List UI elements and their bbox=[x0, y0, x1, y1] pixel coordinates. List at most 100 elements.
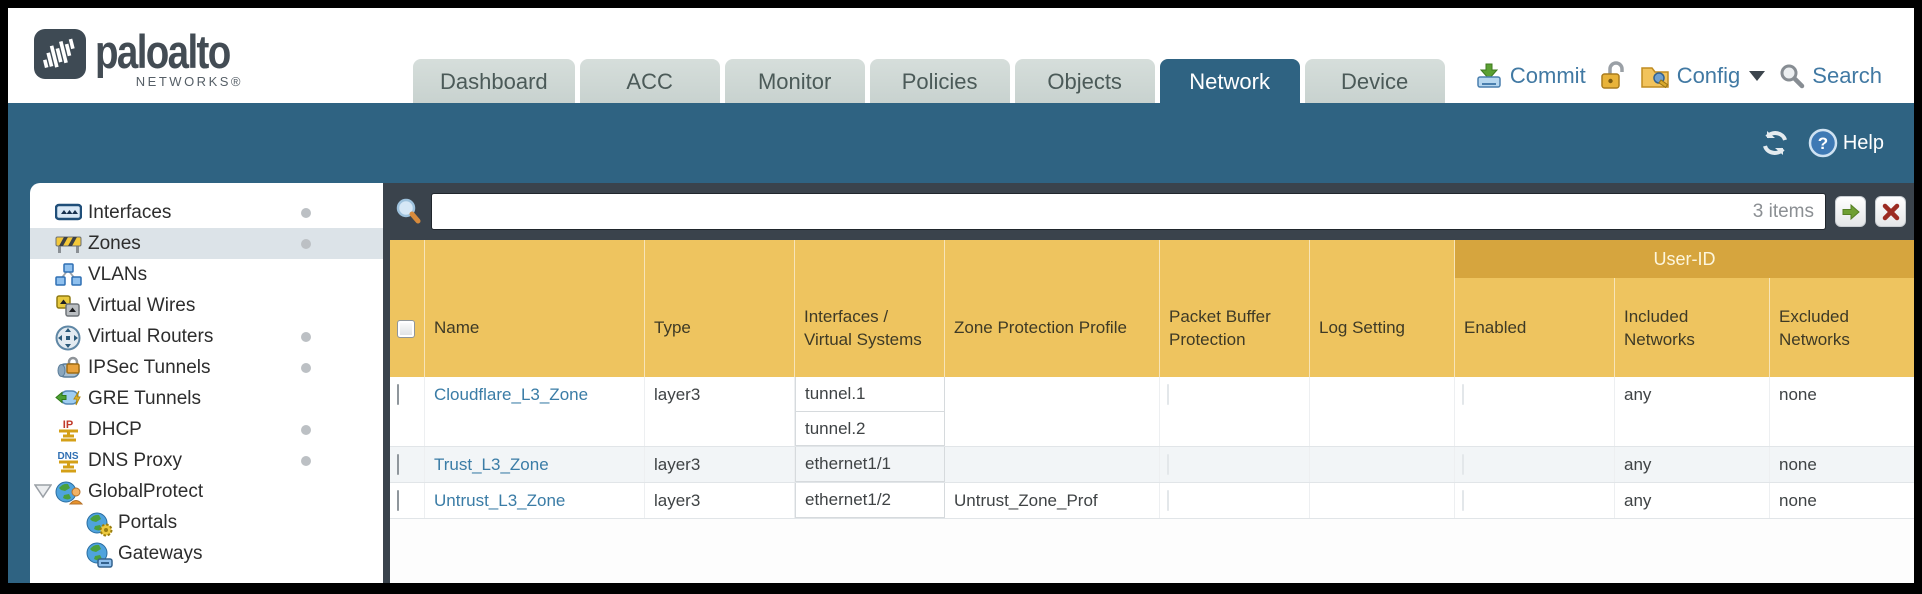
sidebar-item-virtual-wires[interactable]: Virtual Wires bbox=[30, 290, 383, 321]
gateways-icon bbox=[85, 542, 113, 568]
clear-filter-button[interactable] bbox=[1875, 196, 1906, 227]
tab-label: Objects bbox=[1047, 69, 1122, 94]
interface-entry: ethernet1/1 bbox=[795, 447, 944, 482]
sidebar-item-zones[interactable]: Zones bbox=[30, 228, 383, 259]
select-all-checkbox[interactable] bbox=[397, 319, 415, 338]
green-arrow-icon bbox=[1842, 203, 1860, 220]
included-networks-cell: any bbox=[1615, 447, 1770, 482]
brand-wordmark: paloalto bbox=[95, 25, 231, 78]
sidebar-item-gre-tunnels[interactable]: GRE Tunnels bbox=[30, 383, 383, 414]
tab-dashboard[interactable]: Dashboard bbox=[413, 59, 575, 103]
refresh-icon[interactable] bbox=[1760, 129, 1790, 157]
zone-type-cell: layer3 bbox=[645, 483, 795, 518]
zone-name-link[interactable]: Cloudflare_L3_Zone bbox=[434, 385, 589, 404]
svg-text:DNS: DNS bbox=[57, 451, 78, 462]
sidebar-item-dns-proxy[interactable]: DNS DNS Proxy bbox=[30, 445, 383, 476]
expand-caret-icon[interactable] bbox=[34, 483, 52, 499]
sidebar-item-virtual-routers[interactable]: Virtual Routers bbox=[30, 321, 383, 352]
tab-acc[interactable]: ACC bbox=[579, 59, 720, 103]
filter-magnifier-icon bbox=[396, 198, 421, 223]
status-dot bbox=[301, 331, 311, 342]
tab-network[interactable]: Network bbox=[1159, 59, 1300, 103]
sidebar-item-globalprotect[interactable]: GlobalProtect bbox=[30, 476, 383, 507]
user-id-group-header: User-ID bbox=[1455, 240, 1914, 278]
column-header-log-setting[interactable]: Log Setting bbox=[1310, 240, 1455, 377]
column-header-excluded-networks[interactable]: Excluded Networks bbox=[1779, 307, 1850, 349]
row-select-checkbox[interactable] bbox=[397, 490, 399, 511]
sidebar-item-label: Portals bbox=[118, 511, 178, 533]
sidebar-item-vlans[interactable]: VLANs bbox=[30, 259, 383, 290]
zone-interfaces-cell: ethernet1/2 bbox=[795, 483, 945, 518]
vlans-icon bbox=[55, 262, 82, 287]
packet-buffer-protection-checkbox[interactable] bbox=[1167, 454, 1169, 475]
left-gutter bbox=[8, 183, 30, 583]
sidebar-item-label: Zones bbox=[88, 232, 141, 254]
tab-objects[interactable]: Objects bbox=[1014, 59, 1155, 103]
packet-buffer-protection-checkbox[interactable] bbox=[1167, 490, 1169, 511]
help-button[interactable]: ? Help bbox=[1808, 128, 1884, 158]
user-id-enabled-checkbox[interactable] bbox=[1462, 454, 1464, 475]
zone-protection-profile-cell bbox=[945, 377, 1160, 446]
user-id-enabled-cell bbox=[1455, 447, 1615, 482]
items-count-label: 3 items bbox=[1752, 200, 1814, 222]
packet-buffer-protection-checkbox[interactable] bbox=[1167, 384, 1169, 405]
excluded-networks-cell: none bbox=[1779, 491, 1817, 510]
column-header-name[interactable]: Name bbox=[425, 240, 645, 377]
zone-name-cell: Trust_L3_Zone bbox=[425, 447, 645, 482]
sidebar-item-label: DHCP bbox=[88, 418, 142, 440]
interfaces-icon bbox=[54, 201, 83, 225]
search-label: Search bbox=[1812, 63, 1882, 88]
sidebar-item-label: Interfaces bbox=[88, 201, 172, 223]
panel-splitter[interactable] bbox=[383, 183, 390, 583]
row-select-checkbox[interactable] bbox=[397, 384, 399, 405]
search-button[interactable]: Search bbox=[1779, 63, 1882, 89]
excluded-networks-cell: none bbox=[1779, 385, 1817, 404]
filter-input[interactable] bbox=[431, 193, 1826, 230]
brand-subbrand: NETWORKS® bbox=[135, 74, 243, 89]
user-id-enabled-checkbox[interactable] bbox=[1462, 384, 1464, 405]
top-utilities: Commit Config S bbox=[1475, 61, 1882, 91]
tab-policies[interactable]: Policies bbox=[869, 59, 1010, 103]
log-setting-cell bbox=[1310, 483, 1455, 518]
sidebar-item-gateways[interactable]: Gateways bbox=[30, 538, 383, 569]
zone-name-link[interactable]: Untrust_L3_Zone bbox=[434, 491, 566, 510]
commit-button[interactable]: Commit bbox=[1475, 62, 1586, 90]
column-header-type[interactable]: Type bbox=[645, 240, 795, 377]
tab-label: Device bbox=[1341, 69, 1409, 94]
sidebar-item-ipsec-tunnels[interactable]: IPSec Tunnels bbox=[30, 352, 383, 383]
sidebar-item-dhcp[interactable]: IP DHCP bbox=[30, 414, 383, 445]
paloalto-wordmark: paloalto NETWORKS® bbox=[95, 25, 259, 90]
config-menu-button[interactable]: Config bbox=[1640, 62, 1766, 90]
unlocked-padlock-icon[interactable] bbox=[1600, 61, 1626, 91]
tab-monitor[interactable]: Monitor bbox=[724, 59, 865, 103]
paloalto-logo-icon bbox=[34, 29, 86, 79]
sidebar-item-portals[interactable]: Portals bbox=[30, 507, 383, 538]
tab-device[interactable]: Device bbox=[1304, 59, 1445, 103]
log-setting-cell bbox=[1310, 447, 1455, 482]
sidebar-item-interfaces[interactable]: Interfaces bbox=[30, 197, 383, 228]
row-select-checkbox[interactable] bbox=[397, 454, 399, 475]
zone-name-link[interactable]: Trust_L3_Zone bbox=[434, 455, 549, 474]
packet-buffer-protection-cell bbox=[1160, 483, 1310, 518]
config-icon bbox=[1640, 67, 1669, 89]
column-header-enabled[interactable]: Enabled bbox=[1455, 240, 1615, 377]
apply-filter-button[interactable] bbox=[1835, 196, 1866, 227]
user-id-enabled-cell bbox=[1455, 377, 1615, 446]
search-icon bbox=[1780, 64, 1805, 89]
column-header-included-networks[interactable]: Included Networks bbox=[1615, 240, 1770, 377]
zones-main-panel: 3 items Name bbox=[390, 183, 1914, 583]
sidebar-item-label: Virtual Wires bbox=[88, 294, 196, 316]
portals-icon bbox=[85, 511, 113, 536]
gre-tunnels-icon bbox=[55, 387, 82, 411]
zones-table: Name Type Interfaces / Virtual Systems Z… bbox=[390, 240, 1914, 583]
column-header-interfaces[interactable]: Interfaces / Virtual Systems bbox=[795, 240, 945, 377]
user-id-enabled-checkbox[interactable] bbox=[1462, 490, 1464, 511]
column-header-zone-protection-profile[interactable]: Zone Protection Profile bbox=[945, 240, 1160, 377]
column-header-packet-buffer-protection[interactable]: Packet Buffer Protection bbox=[1160, 240, 1310, 377]
